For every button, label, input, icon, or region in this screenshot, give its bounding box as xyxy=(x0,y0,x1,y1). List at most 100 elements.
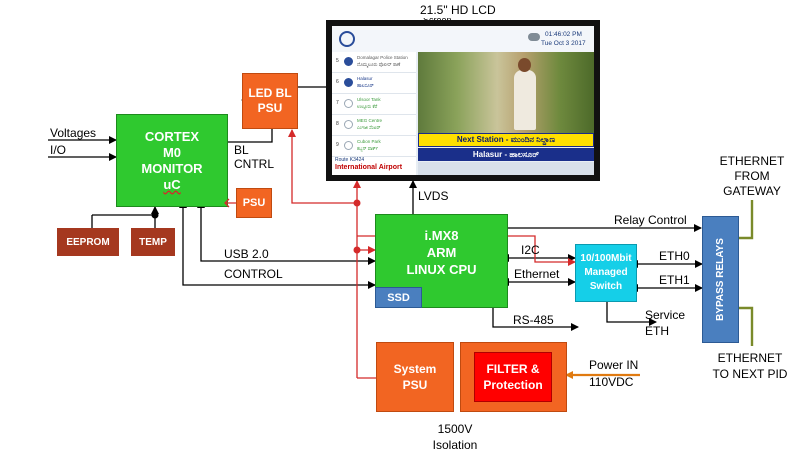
lcd-logo-icon xyxy=(339,31,355,47)
lcd-stop-name: Domalagar Police Station xyxy=(357,55,408,60)
managed-switch-block: 10/100Mbit Managed Switch xyxy=(575,244,637,302)
label-voltages: Voltages xyxy=(50,126,97,140)
lcd-display-area: 01:46:02 PM Tue Oct 3 2017 5 Domalagar Po… xyxy=(332,26,594,175)
lcd-stop-sub: ಎಂಇಜಿ ಸೆಂಟರ್ xyxy=(357,125,381,130)
led-bl-psu-line1: LED BL xyxy=(248,86,292,100)
label-service: Service xyxy=(645,308,686,322)
label-rs485: RS-485 xyxy=(513,313,554,327)
power-junction-1 xyxy=(353,199,361,207)
current-station-bar: Halasur - ಹಾಲಸೂರ್ xyxy=(418,148,594,161)
lcd-stop-dot-icon xyxy=(344,57,353,66)
lcd-stop-name: MEG Centre xyxy=(357,118,383,123)
lcd-stop-number: 7 xyxy=(336,100,339,106)
cortex-psu-label: PSU xyxy=(242,197,266,209)
wire-rs485 xyxy=(492,308,579,331)
label-isolation: Isolation xyxy=(432,438,478,452)
lcd-video xyxy=(418,52,594,133)
label-bl: BL xyxy=(234,143,249,157)
cortex-line2: M0 xyxy=(162,144,182,160)
label-cntrl: CNTRL xyxy=(234,157,275,171)
label-usb: USB 2.0 xyxy=(224,247,269,261)
eth-to-line2: TO NEXT PID xyxy=(712,367,788,381)
lcd-stop-sub: ಹಾಲಸೂರ್ xyxy=(357,83,374,88)
next-station-text: Next Station - ಮುಂದಿನ ನಿಲ್ದಾಣ xyxy=(456,135,556,144)
ssd-label: SSD xyxy=(387,291,410,304)
lcd-title: 21.5" HD LCD xyxy=(420,3,496,17)
lcd-stop-name: Halasur xyxy=(357,76,373,81)
label-relay-control: Relay Control xyxy=(614,213,687,227)
lcd-stop-sub: ದೊಮ್ಮಲೂರು ಪೊಲೀಸ್ ಠಾಣೆ xyxy=(357,62,401,67)
label-ethernet-to-next: ETHERNET TO NEXT PID xyxy=(704,350,796,382)
video-head xyxy=(518,58,531,72)
lcd-footer-strip xyxy=(418,162,594,175)
weather-icon xyxy=(528,33,540,41)
lcd-date: Tue Oct 3 2017 xyxy=(541,40,586,47)
system-psu-line1: System xyxy=(393,362,437,376)
lcd-stop-row: 8 MEG Centre ಎಂಇಜಿ ಸೆಂಟರ್ xyxy=(332,115,416,136)
cortex-line4: uC xyxy=(163,176,181,192)
lcd-time: 01:46:02 PM xyxy=(545,31,582,38)
filter-protection-block: FILTER & Protection xyxy=(474,352,552,402)
imx8-line2: ARM xyxy=(426,245,457,260)
lcd-destination: International Airport xyxy=(335,164,403,171)
power-wire-to-led xyxy=(288,129,357,204)
label-service-eth: ETH xyxy=(645,324,669,338)
imx8-line1: i.MX8 xyxy=(424,228,459,243)
temp-block: TEMP xyxy=(131,228,175,256)
bypass-relays-label: BYPASS RELAYS xyxy=(715,238,726,321)
cable-to-next-pid xyxy=(739,306,754,346)
junction-bus xyxy=(151,211,159,219)
system-psu-line2: PSU xyxy=(402,378,428,392)
label-ethernet-from-gateway: ETHERNET FROM GATEWAY xyxy=(708,154,796,199)
label-io: I/O xyxy=(50,143,67,157)
cortex-m0-block: CORTEX M0 MONITOR uC xyxy=(116,114,228,207)
eth-from-line1: ETHERNET xyxy=(719,154,785,168)
led-bl-psu-line2: PSU xyxy=(257,101,283,115)
eth-from-line3: GATEWAY xyxy=(723,184,781,198)
label-control: CONTROL xyxy=(224,267,283,281)
lcd-stop-list: 5 Domalagar Police Station ದೊಮ್ಮಲೂರು ಪೊಲೀಸ… xyxy=(332,52,416,175)
bypass-relays-block: BYPASS RELAYS xyxy=(702,216,739,343)
filter-line1: FILTER & xyxy=(486,362,540,376)
label-eth1: ETH1 xyxy=(659,273,690,287)
lcd-route: Route K3424 xyxy=(335,157,365,163)
lcd-stop-number: 9 xyxy=(336,142,339,148)
wire-control xyxy=(179,200,376,289)
imx8-line3: LINUX CPU xyxy=(406,262,477,277)
eth-to-line1: ETHERNET xyxy=(717,351,783,365)
lcd-stop-dot-icon xyxy=(344,141,353,150)
video-person xyxy=(514,70,536,130)
cable-from-gateway xyxy=(739,200,754,240)
switch-line3: Switch xyxy=(589,281,623,292)
lcd-stop-dot-icon xyxy=(344,120,353,129)
current-station-text: Halasur - ಹಾಲಸೂರ್ xyxy=(472,149,540,159)
label-i2c: I2C xyxy=(521,243,540,257)
psu-arrow xyxy=(224,198,236,208)
switch-line2: Managed xyxy=(584,267,628,278)
cortex-line3: MONITOR xyxy=(141,160,203,176)
switch-line1: 10/100Mbit xyxy=(580,253,632,264)
label-eth0: ETH0 xyxy=(659,249,690,263)
power-junction-2 xyxy=(353,246,361,254)
lcd-stop-dot-icon xyxy=(344,99,353,108)
lcd-stop-number: 5 xyxy=(336,58,339,64)
label-isolation-voltage: 1500V xyxy=(437,422,473,436)
label-lvds: LVDS xyxy=(418,189,449,203)
cortex-psu-block: PSU xyxy=(236,188,272,218)
eth-from-line2: FROM xyxy=(734,169,770,183)
label-ethernet: Ethernet xyxy=(514,267,560,281)
cortex-line1: CORTEX xyxy=(144,128,200,144)
lcd-stop-sub: ಕಬ್ಬನ್ ಪಾರ್ಕ್ xyxy=(357,146,379,151)
lcd-stop-sub: ಉಲ್ಸೂರು ಕೆರೆ xyxy=(357,104,378,109)
lcd-stop-number: 6 xyxy=(336,79,339,85)
lcd-stop-row: 9 Cubon Park ಕಬ್ಬನ್ ಪಾರ್ಕ್ xyxy=(332,136,416,157)
lcd-header: 01:46:02 PM Tue Oct 3 2017 xyxy=(332,26,594,52)
lcd-stop-dot-icon xyxy=(344,78,353,87)
lcd-stop-name: Cubon Park xyxy=(357,139,381,144)
lcd-stop-number: 8 xyxy=(336,121,339,127)
lcd-stop-row: 5 Domalagar Police Station ದೊಮ್ಮಲೂರು ಪೊಲೀಸ… xyxy=(332,52,416,73)
lcd-stop-row: 6 Halasur ಹಾಲಸೂರ್ xyxy=(332,73,416,94)
